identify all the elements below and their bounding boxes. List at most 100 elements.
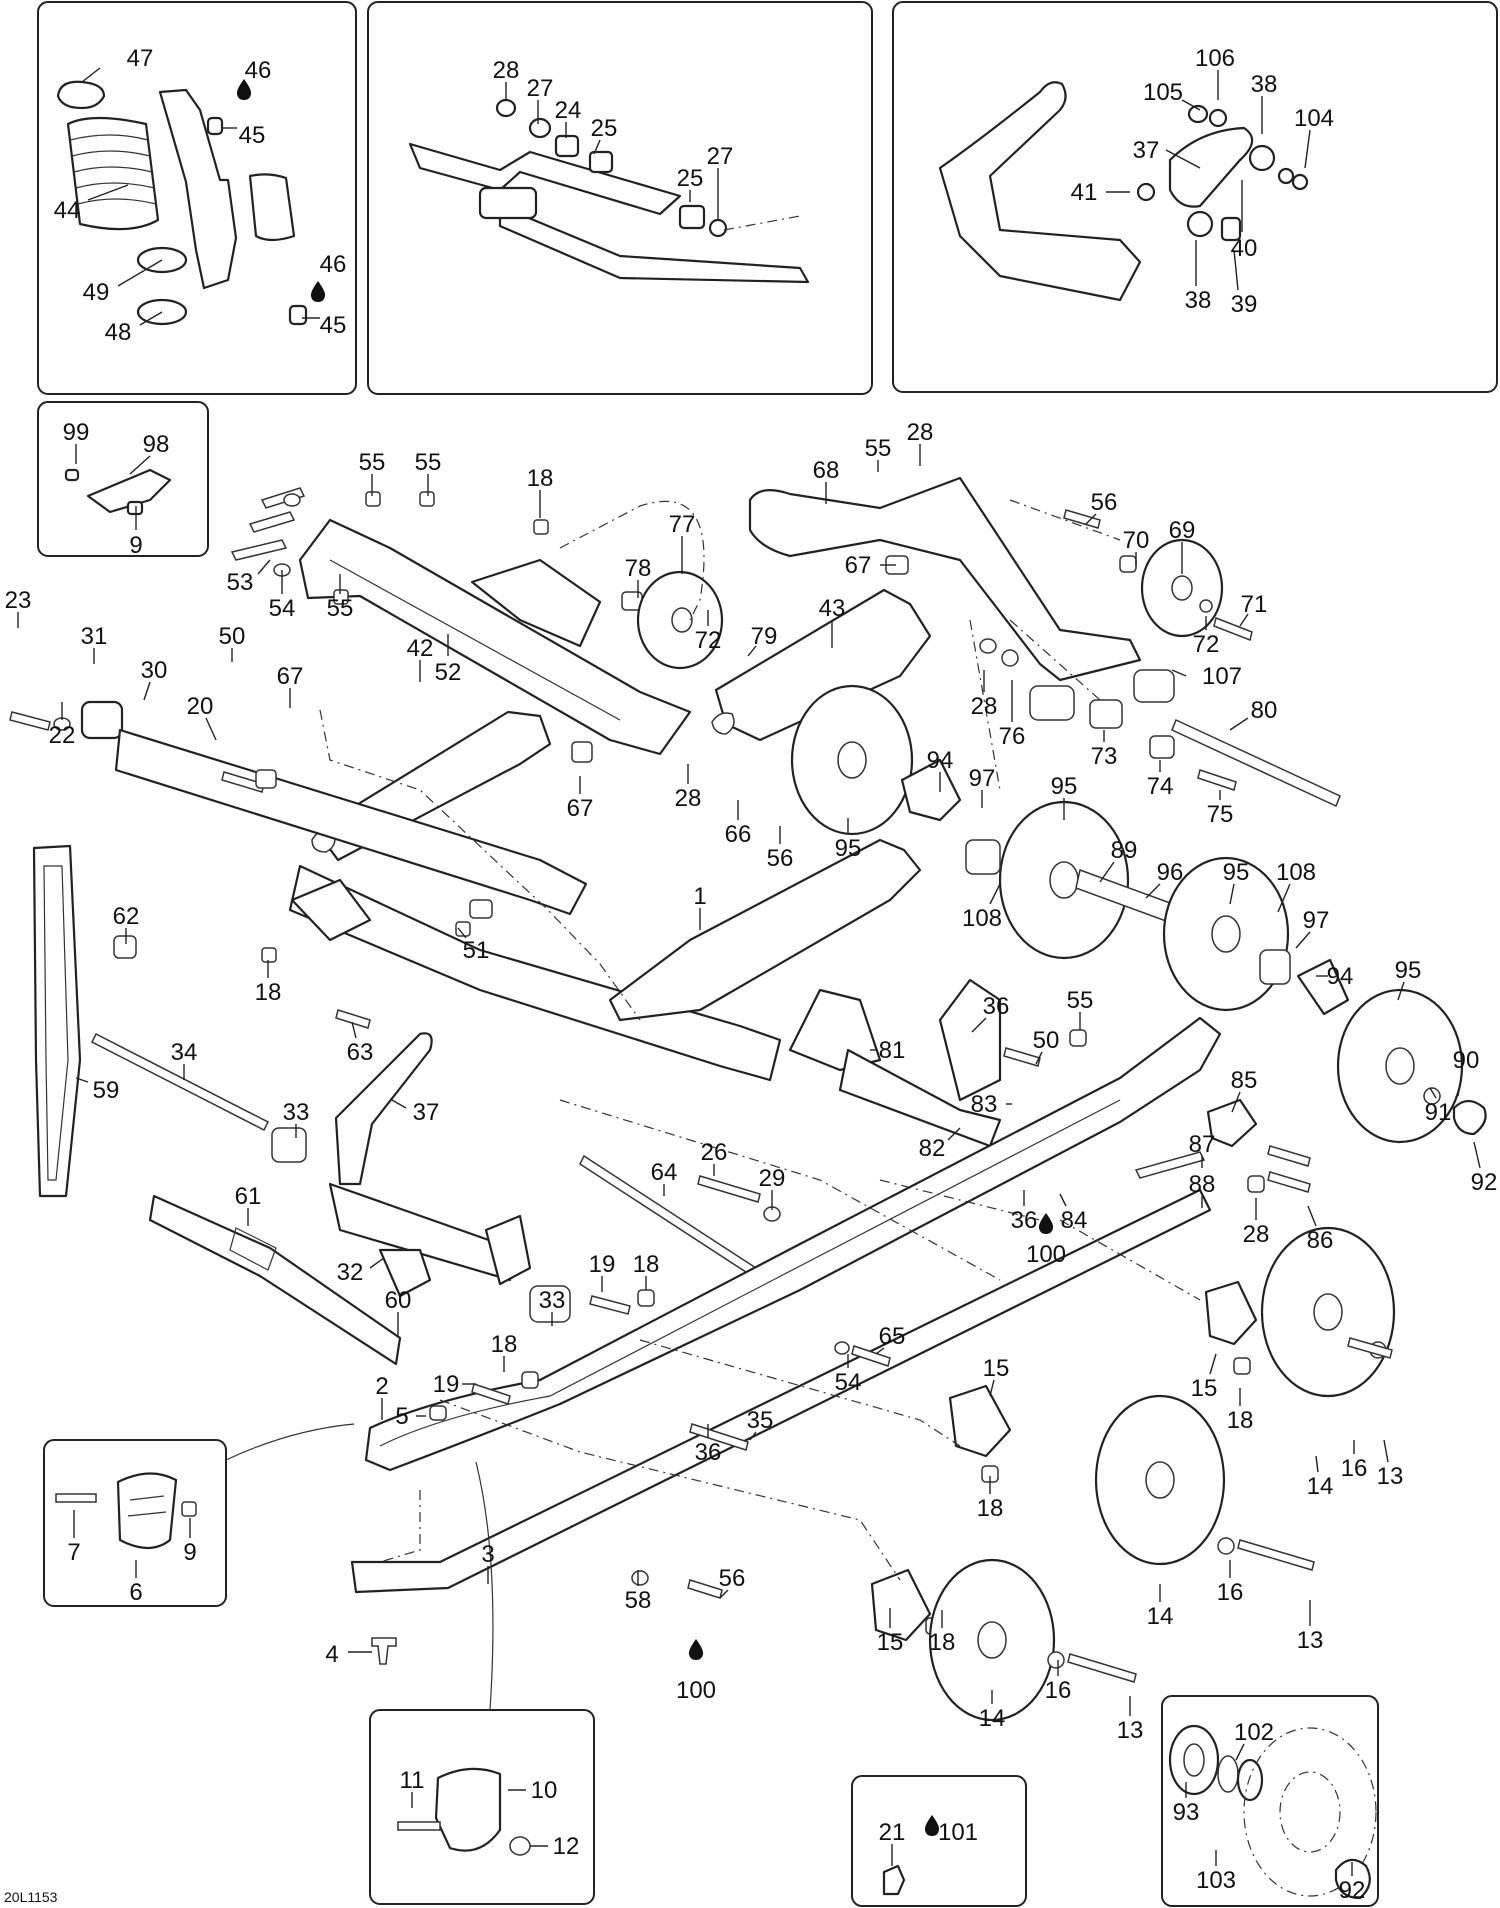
- callout-6: 6: [129, 1579, 142, 1606]
- callout-19: 19: [433, 1371, 460, 1398]
- callout-10: 10: [531, 1777, 558, 1804]
- callout-88: 88: [1189, 1171, 1216, 1198]
- callout-81: 81: [879, 1037, 906, 1064]
- callout-106: 106: [1195, 45, 1235, 72]
- callout-4: 4: [325, 1641, 338, 1668]
- leader-line: [391, 1099, 407, 1109]
- callout-39: 39: [1231, 291, 1258, 318]
- callout-11: 11: [400, 1767, 425, 1794]
- leader-line: [1181, 99, 1201, 111]
- callout-15: 15: [983, 1355, 1010, 1382]
- link-inset: [938, 81, 1309, 302]
- leader-line: [1035, 1051, 1043, 1065]
- leader-line: [1229, 883, 1235, 905]
- leader-line: [1099, 861, 1115, 883]
- leader-line: [971, 1017, 987, 1033]
- callout-67: 67: [845, 552, 872, 579]
- callout-85: 85: [1231, 1067, 1258, 1094]
- leader-line: [457, 927, 467, 939]
- callout-26: 26: [701, 1139, 728, 1166]
- leader-line: [143, 681, 151, 701]
- callout-69: 69: [1169, 517, 1196, 544]
- callout-90: 90: [1453, 1047, 1480, 1074]
- callout-97: 97: [1303, 907, 1330, 934]
- callout-32: 32: [337, 1259, 364, 1286]
- callout-104: 104: [1294, 105, 1334, 132]
- callout-18: 18: [633, 1251, 660, 1278]
- grease-drop-icon: [924, 1815, 940, 1836]
- callout-22: 22: [49, 722, 76, 749]
- leader-line: [747, 645, 757, 657]
- leader-line: [875, 1347, 885, 1355]
- leader-line: [1383, 1439, 1389, 1463]
- callout-95: 95: [1051, 773, 1078, 800]
- callout-18: 18: [929, 1629, 956, 1656]
- callout-105: 105: [1143, 79, 1183, 106]
- callout-30: 30: [141, 657, 168, 684]
- callout-9: 9: [129, 532, 142, 559]
- callout-42: 42: [407, 635, 434, 662]
- callout-18: 18: [977, 1495, 1004, 1522]
- leader-line: [1231, 1091, 1241, 1113]
- callout-77: 77: [669, 511, 696, 538]
- leader-line: [1397, 981, 1405, 1001]
- callout-99: 99: [63, 419, 90, 446]
- leader-line: [593, 139, 601, 155]
- callout-33: 33: [283, 1099, 310, 1126]
- callout-95: 95: [1395, 957, 1422, 984]
- callout-63: 63: [347, 1039, 374, 1066]
- callout-55: 55: [415, 449, 442, 476]
- callout-28: 28: [493, 57, 520, 84]
- callout-45: 45: [239, 122, 266, 149]
- callout-28: 28: [907, 419, 934, 446]
- callout-43: 43: [819, 595, 846, 622]
- leader-line: [989, 883, 1001, 905]
- callout-67: 67: [277, 663, 304, 690]
- leader-line: [1429, 1087, 1437, 1099]
- leader-line: [205, 717, 217, 741]
- inset-box-wheel-bearing: [1161, 1695, 1379, 1907]
- callout-28: 28: [971, 693, 998, 720]
- inset-box-rail-slider: [43, 1439, 227, 1607]
- callout-75: 75: [1207, 801, 1234, 828]
- callout-91: 91: [1425, 1099, 1452, 1126]
- callout-74: 74: [1147, 773, 1174, 800]
- leader-line: [1457, 1071, 1463, 1097]
- callout-108: 108: [1276, 859, 1316, 886]
- callout-1: 1: [693, 883, 706, 910]
- grease-drop-icon: [1038, 1213, 1054, 1234]
- leader-lines: [17, 67, 1481, 1876]
- callout-36: 36: [983, 993, 1010, 1020]
- callout-73: 73: [1091, 743, 1118, 770]
- inset-box-stopper: [369, 1709, 595, 1905]
- callout-37: 37: [413, 1099, 440, 1126]
- leader-line: [1304, 129, 1311, 169]
- callout-101: 101: [938, 1819, 978, 1846]
- leader-line: [1145, 883, 1161, 899]
- leader-line: [1315, 1455, 1319, 1473]
- callout-19: 19: [589, 1251, 616, 1278]
- leader-line: [257, 559, 271, 575]
- callout-36: 36: [695, 1439, 722, 1466]
- callout-20: 20: [187, 693, 214, 720]
- callout-16: 16: [1341, 1455, 1368, 1482]
- callout-25: 25: [677, 165, 704, 192]
- callout-16: 16: [1045, 1677, 1072, 1704]
- callout-94: 94: [927, 747, 954, 774]
- callout-18: 18: [491, 1331, 518, 1358]
- leader-line: [749, 1431, 757, 1441]
- callout-108: 108: [962, 905, 1002, 932]
- callout-92: 92: [1339, 1877, 1366, 1904]
- callout-7: 7: [67, 1539, 80, 1566]
- callout-45: 45: [320, 312, 347, 339]
- callout-3: 3: [481, 1541, 494, 1568]
- leader-line: [139, 311, 163, 326]
- callout-47: 47: [127, 45, 154, 72]
- callout-46: 46: [320, 251, 347, 278]
- callout-23: 23: [5, 587, 32, 614]
- grease-drop-icon: [688, 1639, 704, 1660]
- inset-box-bracket: [37, 401, 209, 557]
- callout-14: 14: [1147, 1603, 1174, 1630]
